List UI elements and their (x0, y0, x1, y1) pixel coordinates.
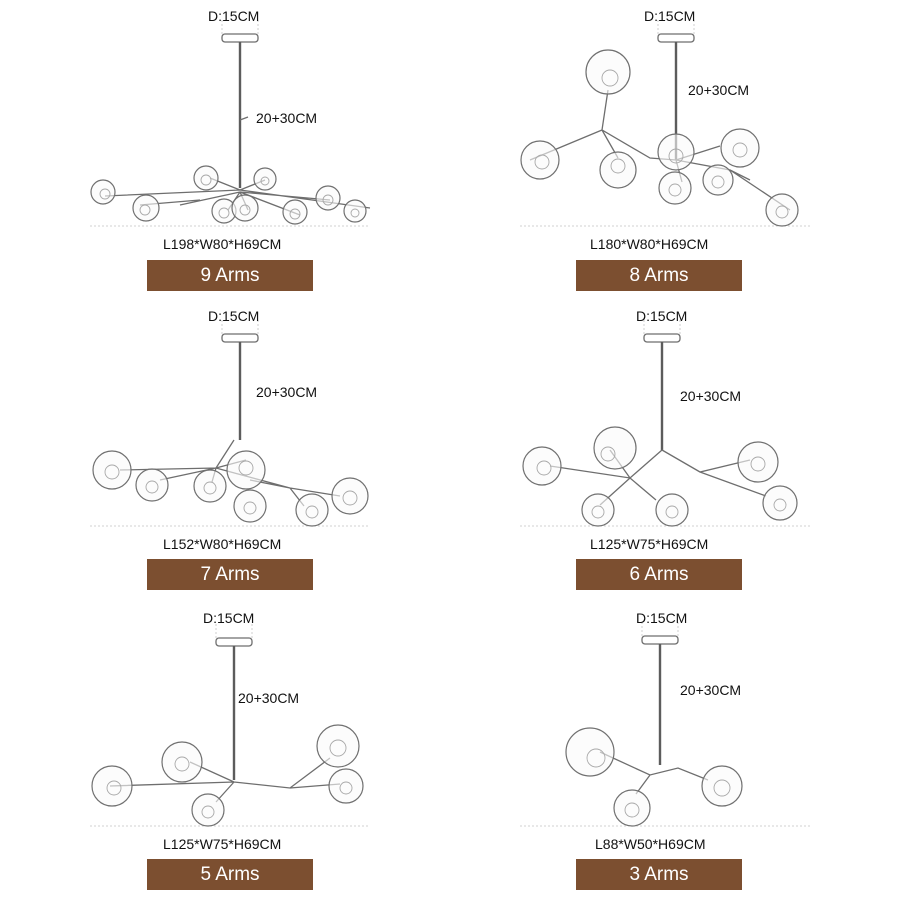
globe (701, 765, 743, 807)
globe (193, 165, 219, 191)
globe (658, 171, 692, 205)
globe (613, 789, 651, 827)
drop-label: 20+30CM (680, 388, 742, 404)
globe (702, 164, 734, 196)
globe (226, 450, 266, 490)
arms-banner: 9 Arms (147, 260, 313, 291)
panel-8-arms: D:15CM 20+30CM L180*W80*H69CM 8 Arms (450, 0, 900, 300)
panel-3-arms: D:15CM 20+30CM L88*W50*H69CM 3 Arms (450, 600, 900, 900)
globe (520, 140, 560, 180)
ceiling-canopy (641, 635, 679, 645)
drop-label: 20+30CM (256, 384, 318, 400)
ceiling-canopy (643, 333, 681, 343)
ceiling-canopy (657, 33, 695, 43)
globe (720, 128, 760, 168)
size-label: L180*W80*H69CM (590, 236, 709, 252)
diameter-label: D:15CM (644, 8, 696, 24)
globe (295, 493, 329, 527)
ceiling-canopy (221, 333, 259, 343)
size-label: L88*W50*H69CM (595, 836, 706, 852)
globe (315, 185, 341, 211)
globe (316, 724, 360, 768)
chandelier-9-arms-drawing (90, 20, 371, 227)
diameter-label: D:15CM (203, 610, 255, 626)
globe (599, 151, 637, 189)
ceiling-canopy (221, 33, 259, 43)
drop-label: 20+30CM (680, 682, 742, 698)
chandelier-6-arms-drawing (520, 320, 810, 527)
globe (211, 198, 237, 224)
diameter-label: D:15CM (636, 308, 688, 324)
globe (581, 493, 615, 527)
globe (565, 727, 615, 777)
globe (90, 179, 116, 205)
globe (657, 133, 695, 171)
globe (233, 489, 267, 523)
globe (161, 741, 203, 783)
size-label: L125*W75*H69CM (590, 536, 709, 552)
panel-5-arms: D:15CM 20+30CM L125*W75*H69CM 5 Arms (0, 600, 450, 900)
size-label: L198*W80*H69CM (163, 236, 282, 252)
drop-label: 20+30CM (238, 690, 300, 706)
globe (765, 193, 799, 227)
globe (91, 765, 133, 807)
ceiling-canopy (215, 637, 253, 647)
globe (328, 768, 364, 804)
globe (331, 477, 369, 515)
globe (762, 485, 798, 521)
arms-banner: 3 Arms (576, 859, 742, 890)
globe (92, 450, 132, 490)
globe (737, 441, 779, 483)
chandelier-5-arms-drawing (90, 624, 370, 827)
arms-banner: 5 Arms (147, 859, 313, 890)
panel-9-arms: D:15CM 20+30CM L198*W80*H69CM 9 Arms (0, 0, 450, 300)
arms-banner: 8 Arms (576, 260, 742, 291)
arms-banner: 7 Arms (147, 559, 313, 590)
size-label: L152*W80*H69CM (163, 536, 282, 552)
globe (585, 49, 631, 95)
globe (253, 167, 277, 191)
diameter-label: D:15CM (208, 308, 260, 324)
drop-label: 20+30CM (256, 110, 318, 126)
chandelier-8-arms-drawing (520, 20, 810, 227)
globe (132, 194, 160, 222)
globe (282, 199, 308, 225)
drop-label: 20+30CM (688, 82, 750, 98)
chandelier-3-arms-drawing (520, 622, 810, 827)
globe (231, 194, 259, 222)
globe (343, 199, 367, 223)
chandelier-7-arms-drawing (90, 320, 370, 527)
globe (193, 469, 227, 503)
arms-banner: 6 Arms (576, 559, 742, 590)
globe (593, 426, 637, 470)
globe (135, 468, 169, 502)
size-label: L125*W75*H69CM (163, 836, 282, 852)
diameter-label: D:15CM (208, 8, 260, 24)
globe (655, 493, 689, 527)
panel-7-arms: D:15CM 20+30CM L152*W80*H69CM 7 Arms (0, 300, 450, 600)
panel-6-arms: D:15CM 20+30CM L125*W75*H69CM 6 Arms (450, 300, 900, 600)
globe (522, 446, 562, 486)
globe (191, 793, 225, 827)
diameter-label: D:15CM (636, 610, 688, 626)
